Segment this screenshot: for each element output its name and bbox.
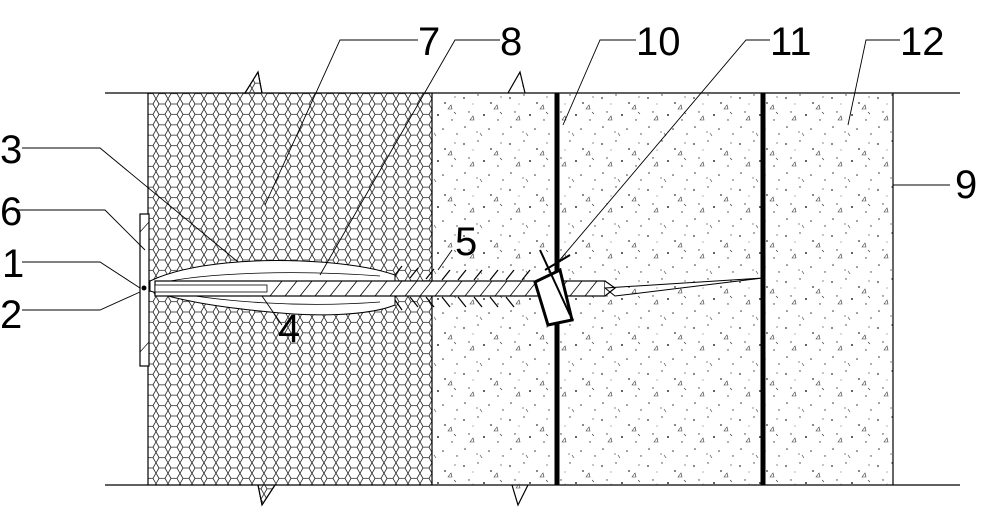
top-break-line: [244, 70, 263, 94]
label-6: 6: [0, 190, 22, 234]
label-8: 8: [500, 20, 522, 64]
wedge-cross-2: [544, 254, 571, 271]
label-12: 12: [900, 20, 945, 64]
anchor-head-point: [141, 285, 147, 291]
wedge-cross-1: [539, 249, 571, 316]
leader-lines: [12, 39, 950, 326]
label-3: 3: [0, 128, 22, 172]
anchor-bolt-tip: [604, 280, 617, 297]
bottom-break-line-2: [511, 484, 529, 507]
tie-wedge: [603, 277, 764, 297]
label-4: 4: [278, 307, 300, 351]
label-11: 11: [770, 20, 812, 64]
bottom-break-line: [257, 484, 276, 507]
label-10: 10: [636, 20, 681, 64]
anchor-plate-hatch: [139, 221, 150, 233]
label-2: 2: [0, 293, 22, 337]
label-9: 9: [955, 163, 977, 207]
label-1: 1: [2, 242, 24, 286]
anchor-barbs: [394, 265, 531, 311]
label-7: 7: [418, 20, 440, 64]
top-break-line-2: [507, 70, 526, 94]
anchor-plate-hatch-2: [139, 341, 150, 353]
label-5: 5: [455, 220, 477, 264]
anchor-core: [154, 284, 268, 293]
base-wall-layer: [432, 72, 893, 505]
